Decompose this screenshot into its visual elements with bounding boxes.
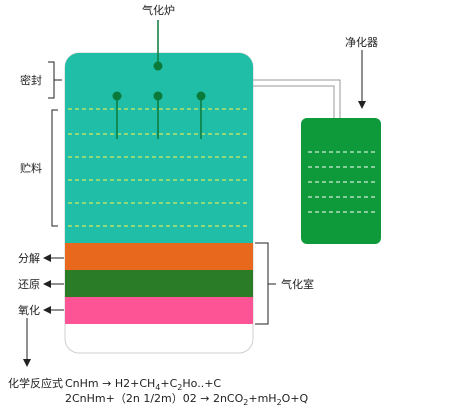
vessel-dashed-lines bbox=[68, 108, 250, 227]
storage-label: 贮料 bbox=[20, 162, 42, 175]
eq1-part-b: +C bbox=[160, 377, 178, 390]
purifier-body bbox=[301, 118, 381, 244]
equation-prefix: 化学反应式 bbox=[8, 377, 63, 390]
eq2-part-c: O+Q bbox=[281, 392, 309, 405]
oxidize-label: 氧化 bbox=[18, 304, 40, 317]
probe-head bbox=[112, 91, 122, 101]
purifier-label: 净化器 bbox=[345, 36, 378, 49]
pipe-outer bbox=[253, 79, 341, 118]
chamber-label: 气化室 bbox=[281, 278, 314, 291]
eq1-part-a: CnHm → H2+CH bbox=[65, 377, 156, 390]
eq2-part-a: 2CnHm+（2n 1/2m）02 → 2nCO bbox=[65, 392, 244, 405]
reduce-zone bbox=[65, 270, 253, 297]
eq1-sub-2: 2 bbox=[177, 383, 183, 393]
oxidize-zone bbox=[65, 297, 253, 324]
eq1-sub-1: 4 bbox=[155, 383, 161, 393]
seal-bracket bbox=[48, 61, 55, 99]
eq1-part-c: Ho..+C bbox=[182, 377, 222, 390]
eq2-part-b: +mH bbox=[248, 392, 277, 405]
eq2-sub-1: 2 bbox=[243, 398, 249, 408]
pipe-inner bbox=[253, 85, 335, 118]
connecting-pipe bbox=[253, 79, 341, 118]
eq2-sub-2: 2 bbox=[276, 398, 282, 408]
purifier-dashed-lines bbox=[308, 151, 376, 213]
probe-head bbox=[153, 91, 163, 101]
gasifier-label: 气化炉 bbox=[142, 4, 175, 17]
gasifier-vessel bbox=[64, 52, 254, 354]
decompose-zone bbox=[65, 243, 253, 270]
top-pipe-joint bbox=[153, 61, 163, 71]
decompose-label: 分解 bbox=[18, 252, 40, 265]
storage-zone bbox=[65, 53, 253, 243]
reduce-label: 还原 bbox=[18, 278, 40, 291]
probe-head bbox=[196, 91, 206, 101]
probes bbox=[112, 91, 206, 139]
storage-bracket bbox=[51, 109, 58, 227]
equation-line-2: 2CnHm+（2n 1/2m）02 → 2nCO2+mH2O+Q bbox=[65, 392, 308, 409]
purifier bbox=[301, 118, 381, 244]
equation-line-1: CnHm → H2+CH4+C2Ho..+C bbox=[65, 377, 221, 394]
chamber-bracket bbox=[255, 242, 269, 325]
seal-label: 密封 bbox=[20, 74, 42, 87]
